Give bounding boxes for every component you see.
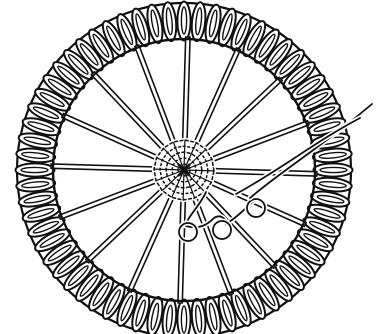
coil-segment [16, 163, 55, 176]
coil-loop [177, 300, 190, 334]
coil-segment [177, 2, 190, 41]
coil-segment [177, 300, 190, 334]
coil-segment [314, 163, 353, 176]
